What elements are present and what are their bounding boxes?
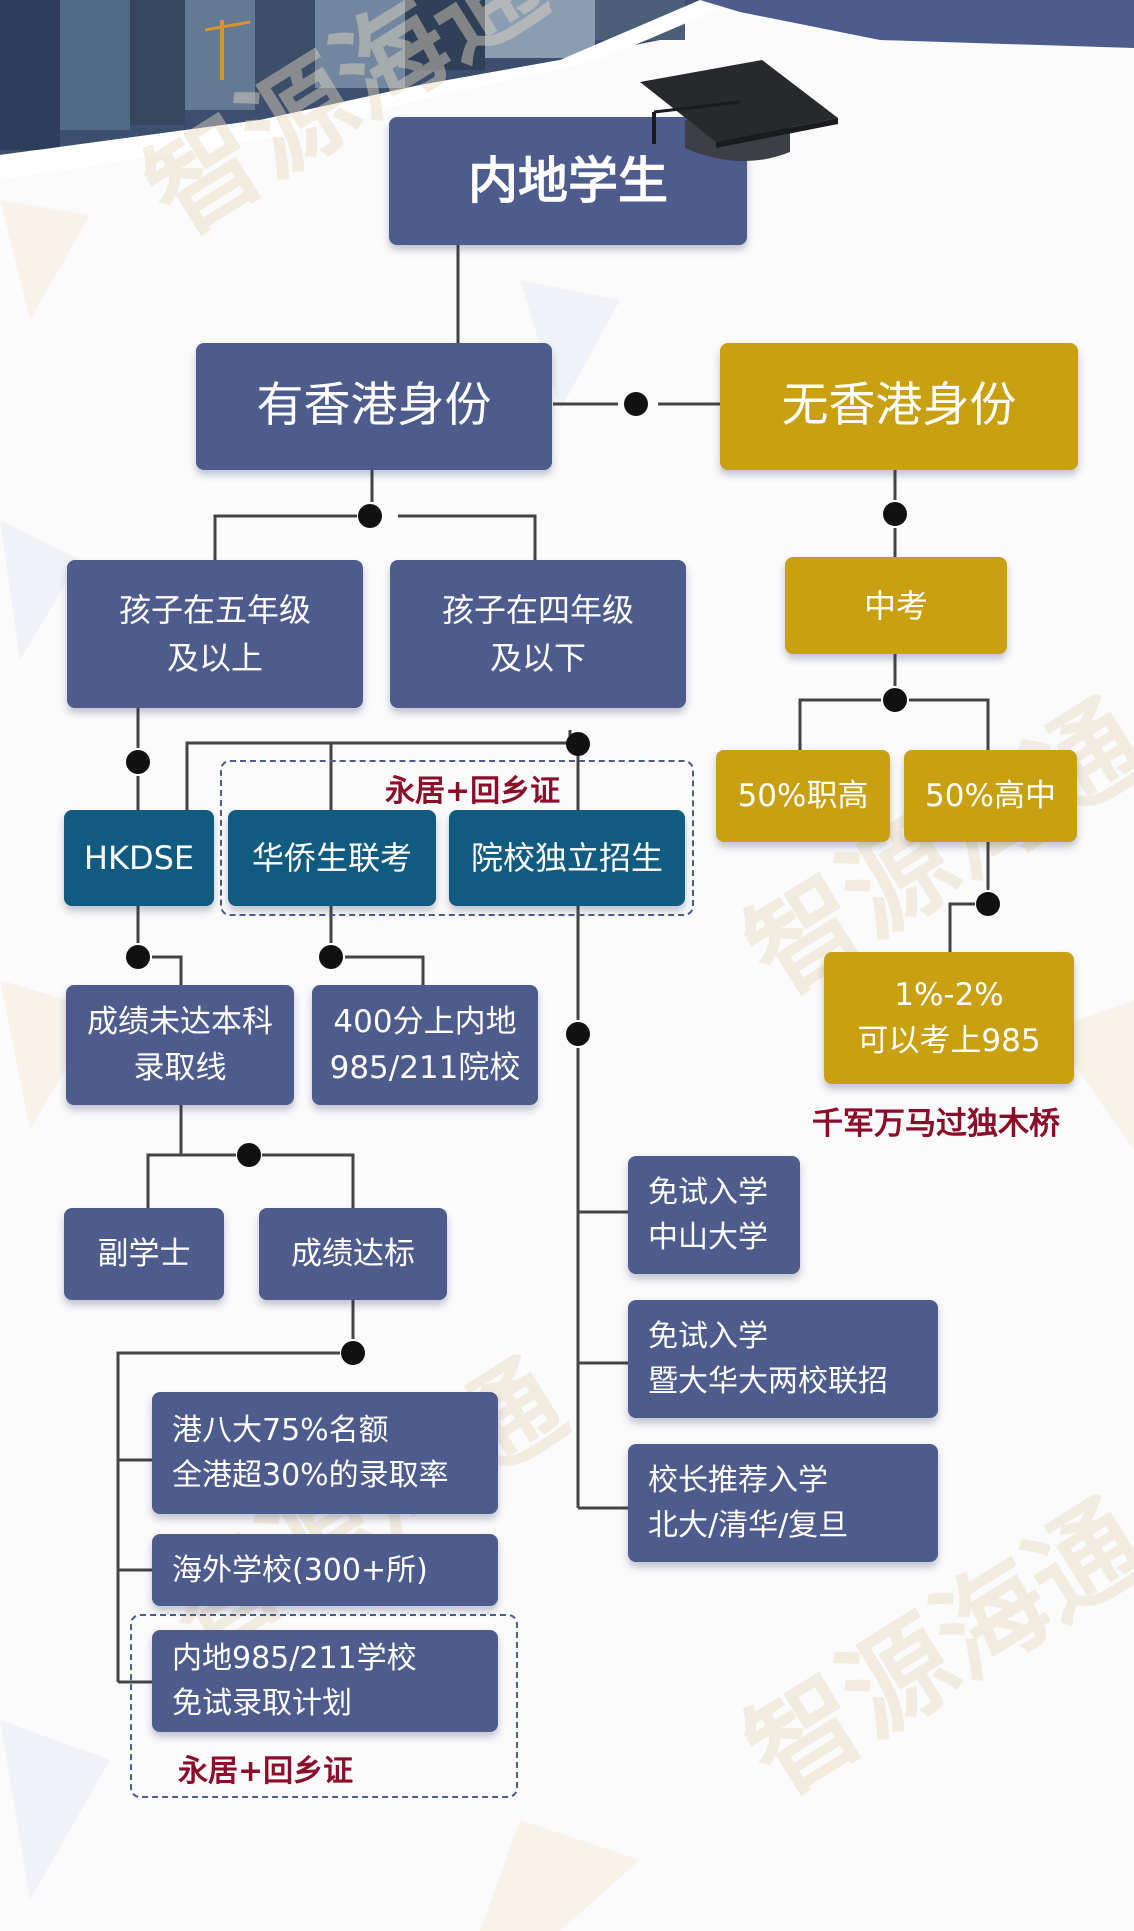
connector-dot bbox=[237, 1143, 261, 1167]
requirement-group bbox=[220, 760, 694, 916]
highschool-label: 50%高中 bbox=[925, 777, 1056, 814]
zhongkao-label: 中考 bbox=[863, 586, 928, 625]
connector-dot bbox=[883, 688, 907, 712]
grade-4-node: 孩子在四年级 及以下 bbox=[390, 560, 686, 708]
grade-5-line1: 孩子在五年级 bbox=[118, 591, 311, 629]
overseas-chinese-exam-node: 华侨生联考 bbox=[228, 810, 436, 906]
top-985-line1: 1%-2% bbox=[894, 976, 1004, 1013]
zhongkao-node: 中考 bbox=[785, 557, 1007, 654]
zhongshan-line2: 中山大学 bbox=[648, 1220, 768, 1255]
overseas-chinese-exam-label: 华侨生联考 bbox=[251, 839, 412, 877]
associate-node: 副学士 bbox=[64, 1208, 224, 1300]
connector-dot bbox=[126, 750, 150, 774]
associate-label: 副学士 bbox=[97, 1235, 191, 1272]
grade-4-line2: 及以下 bbox=[489, 639, 586, 677]
mainland-plan-group bbox=[130, 1614, 518, 1798]
grade-5-node: 孩子在五年级 及以上 bbox=[67, 560, 363, 708]
score-400-node: 400分上内地 985/211院校 bbox=[312, 985, 538, 1105]
connector-dot bbox=[624, 392, 648, 416]
jinan-huaqiao-line2: 暨大华大两校联招 bbox=[648, 1364, 888, 1399]
connector-dot bbox=[566, 732, 590, 756]
connector-dot bbox=[319, 945, 343, 969]
connector-dot bbox=[566, 1022, 590, 1046]
overseas-schools-label: 海外学校(300+所) bbox=[172, 1552, 428, 1588]
connector-dot bbox=[341, 1341, 365, 1365]
score-400-line1: 400分上内地 bbox=[333, 1003, 517, 1040]
connector-dot bbox=[883, 502, 907, 526]
grade-5-line2: 及以上 bbox=[166, 639, 263, 677]
top-985-node: 1%-2% 可以考上985 bbox=[824, 952, 1074, 1084]
connector-dot bbox=[358, 504, 382, 528]
principal-line1: 校长推荐入学 bbox=[648, 1463, 828, 1498]
jinan-huaqiao-node: 免试入学 暨大华大两校联招 bbox=[628, 1300, 938, 1418]
principal-line2: 北大/清华/复旦 bbox=[648, 1508, 849, 1543]
top-985-line2: 可以考上985 bbox=[857, 1023, 1041, 1059]
has-hk-status-label: 有香港身份 bbox=[256, 378, 492, 434]
below-line-line2: 录取线 bbox=[133, 1050, 227, 1086]
has-hk-status-node: 有香港身份 bbox=[196, 343, 552, 470]
mainland-plan-note: 永居+回乡证 bbox=[178, 1754, 354, 1789]
mainland-plan-line1: 内地985/211学校 bbox=[172, 1641, 417, 1676]
mainland-plan-node: 内地985/211学校 免试录取计划 bbox=[152, 1630, 498, 1732]
zhongshan-node: 免试入学 中山大学 bbox=[628, 1156, 800, 1274]
connector-dot bbox=[126, 945, 150, 969]
independent-admission-node: 院校独立招生 bbox=[449, 810, 685, 906]
grade-4-line1: 孩子在四年级 bbox=[441, 591, 634, 629]
graduation-cap-icon bbox=[640, 60, 838, 162]
no-hk-status-node: 无香港身份 bbox=[720, 343, 1078, 470]
city-skyline-icon bbox=[0, 0, 740, 180]
connector-dot bbox=[976, 892, 1000, 916]
hk8-line2: 全港超30%的录取率 bbox=[172, 1458, 449, 1493]
vocational-node: 50%职高 bbox=[716, 750, 890, 842]
zhongshan-line1: 免试入学 bbox=[648, 1175, 768, 1210]
score-400-line2: 985/211院校 bbox=[329, 1050, 521, 1086]
below-line-node: 成绩未达本科 录取线 bbox=[66, 985, 294, 1105]
mainland-plan-line2: 免试录取计划 bbox=[172, 1686, 352, 1721]
meets-standard-label: 成绩达标 bbox=[291, 1235, 415, 1272]
highschool-node: 50%高中 bbox=[904, 750, 1077, 842]
overseas-schools-node: 海外学校(300+所) bbox=[152, 1534, 498, 1606]
independent-admission-label: 院校独立招生 bbox=[470, 839, 663, 877]
vocational-label: 50%职高 bbox=[737, 777, 869, 814]
top-985-note: 千军万马过独木桥 bbox=[812, 1106, 1060, 1142]
principal-node: 校长推荐入学 北大/清华/复旦 bbox=[628, 1444, 938, 1562]
jinan-huaqiao-line1: 免试入学 bbox=[648, 1319, 768, 1354]
no-hk-status-label: 无香港身份 bbox=[781, 378, 1017, 434]
hkdse-node: HKDSE bbox=[64, 810, 214, 906]
root-label: 内地学生 bbox=[468, 151, 668, 210]
requirement-note: 永居+回乡证 bbox=[385, 774, 561, 809]
meets-standard-node: 成绩达标 bbox=[259, 1208, 447, 1300]
below-line-line1: 成绩未达本科 bbox=[87, 1003, 273, 1040]
hkdse-label: HKDSE bbox=[83, 839, 195, 877]
hk8-node: 港八大75%名额 全港超30%的录取率 bbox=[152, 1392, 498, 1514]
hk8-line1: 港八大75%名额 bbox=[172, 1413, 389, 1448]
